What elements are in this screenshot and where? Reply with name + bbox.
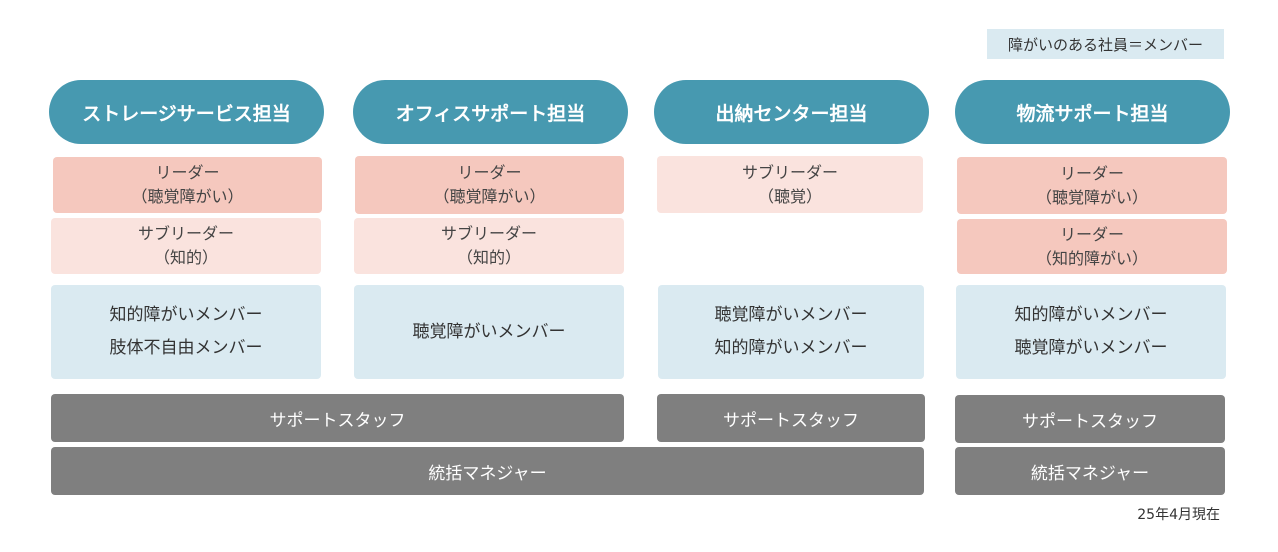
role-title: サブリーダー — [440, 224, 537, 243]
role-box-subleader: サブリーダー （聴覚） — [657, 156, 923, 213]
role-title: リーダー — [155, 163, 220, 182]
role-box-leader: リーダー （聴覚障がい） — [957, 157, 1227, 214]
member-item: 知的障がいメンバー — [109, 305, 263, 325]
header-logistics-support: 物流サポート担当 — [955, 80, 1230, 144]
role-detail: （知的） — [153, 248, 218, 267]
role-title: サブリーダー — [137, 224, 234, 243]
members-box: 知的障がいメンバー 肢体不自由メンバー — [51, 285, 321, 379]
legend-text: 障がいのある社員＝メンバー — [1007, 35, 1203, 54]
role-detail: （聴覚障がい） — [1035, 187, 1148, 207]
legend-box: 障がいのある社員＝メンバー — [987, 29, 1224, 59]
member-item: 聴覚障がいメンバー — [1014, 338, 1168, 358]
role-box-leader: リーダー （聴覚障がい） — [355, 156, 624, 214]
header-label: ストレージサービス担当 — [82, 102, 291, 125]
role-title: リーダー — [457, 163, 522, 182]
support-staff-label: サポートスタッフ — [1022, 411, 1158, 432]
manager-bar: 統括マネジャー — [955, 447, 1225, 495]
members-box: 知的障がいメンバー 聴覚障がいメンバー — [956, 285, 1226, 379]
role-title: サブリーダー — [741, 162, 838, 182]
header-cashier-center: 出納センター担当 — [654, 80, 929, 144]
role-title: リーダー — [1059, 163, 1124, 183]
member-item: 聴覚障がいメンバー — [412, 321, 566, 342]
support-staff-bar: サポートスタッフ — [955, 395, 1225, 443]
role-box-leader: リーダー （聴覚障がい） — [53, 157, 322, 213]
member-item: 知的障がいメンバー — [1014, 305, 1168, 325]
member-item: 知的障がいメンバー — [714, 338, 868, 358]
role-box-subleader: サブリーダー （知的） — [354, 218, 624, 274]
support-staff-bar: サポートスタッフ — [51, 394, 624, 442]
support-staff-label: サポートスタッフ — [723, 410, 859, 431]
support-staff-label: サポートスタッフ — [269, 410, 406, 431]
role-box-leader: リーダー （知的障がい） — [957, 219, 1227, 274]
members-box: 聴覚障がいメンバー 知的障がいメンバー — [658, 285, 924, 379]
role-detail: （知的障がい） — [1035, 248, 1148, 268]
support-staff-bar: サポートスタッフ — [657, 394, 925, 442]
role-detail: （聴覚障がい） — [433, 187, 546, 206]
manager-label: 統括マネジャー — [1030, 463, 1150, 484]
role-title: リーダー — [1059, 224, 1124, 244]
manager-bar: 統括マネジャー — [51, 447, 924, 495]
header-storage-service: ストレージサービス担当 — [49, 80, 324, 144]
members-box: 聴覚障がいメンバー — [354, 285, 624, 379]
header-office-support: オフィスサポート担当 — [353, 80, 628, 144]
role-box-subleader: サブリーダー （知的） — [51, 218, 321, 274]
role-detail: （知的） — [456, 248, 521, 267]
header-label: オフィスサポート担当 — [395, 102, 586, 125]
manager-label: 統括マネジャー — [428, 463, 547, 484]
member-item: 肢体不自由メンバー — [109, 338, 263, 358]
header-label: 物流サポート担当 — [1016, 102, 1169, 125]
header-label: 出納センター担当 — [715, 102, 868, 125]
role-detail: （聴覚障がい） — [131, 187, 244, 206]
role-detail: （聴覚） — [757, 186, 822, 206]
as-of-date: 25年4月現在 — [1137, 507, 1220, 523]
member-item: 聴覚障がいメンバー — [714, 305, 868, 325]
